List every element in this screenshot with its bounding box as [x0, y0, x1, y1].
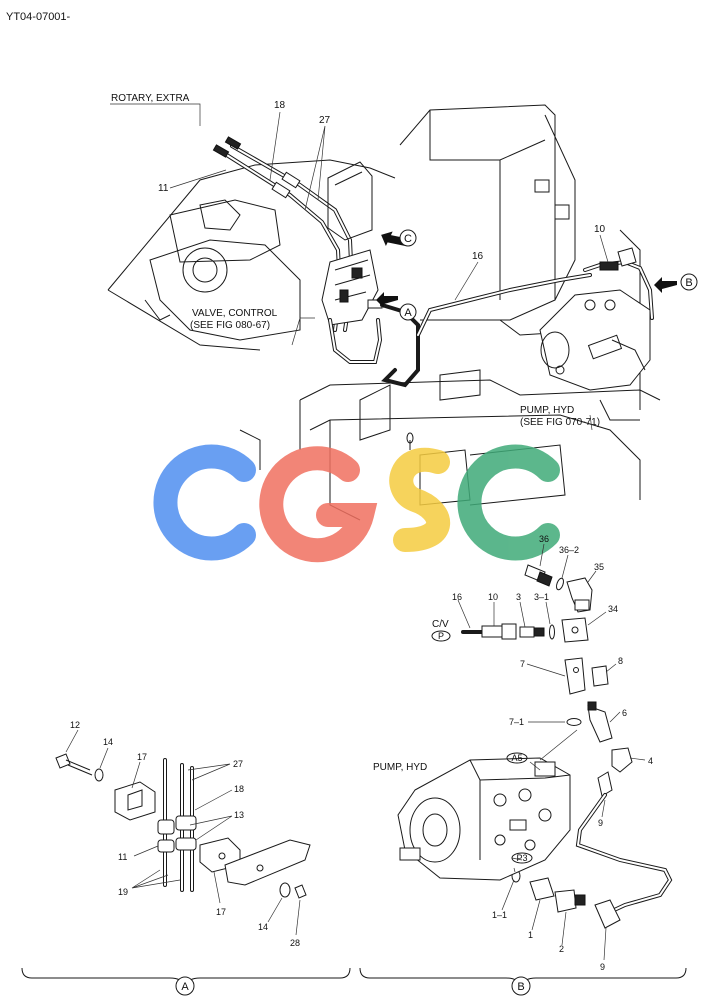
- view-arrow-c: C: [381, 229, 417, 247]
- view-arrow-b: B: [654, 273, 698, 293]
- part-number-4: 4: [648, 756, 653, 766]
- view-marker-a: A: [404, 307, 412, 319]
- part-number-12: 12: [70, 720, 80, 730]
- cgsc-watermark: [153, 444, 560, 563]
- document-id: YT04-07001-: [6, 11, 71, 23]
- part-number-10-b: 10: [488, 592, 498, 602]
- part-number-1-1: 1–1: [492, 910, 507, 920]
- part-number-17-b: 17: [216, 907, 226, 917]
- callout-cv: C/V: [432, 619, 449, 630]
- leader-lines-main: [110, 103, 609, 431]
- part-number-27-b: 27: [233, 759, 243, 769]
- part-number-3-1: 3–1: [534, 592, 549, 602]
- detail-a-clamp: [55, 753, 311, 899]
- part-number-2: 2: [559, 944, 564, 954]
- part-number-34: 34: [608, 604, 618, 614]
- watermark-letter-s: [389, 447, 451, 552]
- callout-pump-hyd-ref: (SEE FIG 070-71): [520, 417, 600, 428]
- detail-brace-b: B: [359, 967, 687, 996]
- callout-pump-hyd-detail: PUMP, HYD: [373, 762, 427, 773]
- part-number-19: 19: [118, 887, 128, 897]
- part-number-35: 35: [594, 562, 604, 572]
- control-valve: [321, 249, 383, 364]
- part-number-9-b: 9: [600, 962, 605, 972]
- view-marker-c: C: [404, 233, 412, 245]
- part-number-36: 36: [539, 534, 549, 544]
- callout-pump-hyd: PUMP, HYD: [520, 405, 574, 416]
- part-number-6: 6: [622, 708, 627, 718]
- part-number-7-1: 7–1: [509, 717, 524, 727]
- detail-brace-a: A: [21, 967, 351, 996]
- part-number-13: 13: [234, 810, 244, 820]
- part-number-17: 17: [137, 752, 147, 762]
- part-number-9: 9: [598, 818, 603, 828]
- part-number-36-2: 36–2: [559, 545, 579, 555]
- part-number-18-b: 18: [234, 784, 244, 794]
- view-marker-a-detail: A: [181, 981, 189, 993]
- part-number-16: 16: [472, 251, 484, 262]
- watermark-letter-g: [259, 446, 378, 563]
- leader-lines-a: [65, 729, 301, 936]
- watermark-letter-c2: [457, 444, 560, 561]
- hydraulic-pump-top: [539, 247, 654, 391]
- callout-rotary-extra: ROTARY, EXTRA: [111, 93, 190, 104]
- part-number-11-b: 11: [118, 852, 127, 862]
- svg-text:P: P: [438, 631, 444, 641]
- svg-text:A5: A5: [511, 753, 522, 763]
- part-number-16-b: 16: [452, 592, 462, 602]
- port-tag-p: P: [431, 630, 451, 642]
- callout-valve-control: VALVE, CONTROL: [192, 308, 278, 319]
- view-marker-b-main: B: [685, 277, 692, 289]
- part-number-14: 14: [103, 737, 113, 747]
- part-number-1: 1: [528, 930, 533, 940]
- port-tag-a5: A5: [506, 752, 528, 764]
- detail-b-fittings: [461, 564, 673, 929]
- svg-text:P3: P3: [516, 853, 527, 863]
- part-number-8: 8: [618, 656, 623, 666]
- hydraulic-pump-detail: [397, 757, 571, 881]
- part-number-27: 27: [319, 115, 331, 126]
- port-tag-p3: P3: [511, 852, 533, 864]
- watermark-letter-c1: [153, 444, 256, 561]
- part-number-18: 18: [274, 100, 286, 111]
- part-number-14-b: 14: [258, 922, 268, 932]
- part-number-11: 11: [158, 183, 169, 194]
- part-number-3: 3: [516, 592, 521, 602]
- view-marker-b-detail: B: [517, 981, 524, 993]
- part-number-10: 10: [594, 224, 606, 235]
- callout-valve-control-ref: (SEE FIG 080-67): [190, 320, 270, 331]
- leader-lines-b: [457, 543, 646, 961]
- view-arrow-a: A: [376, 292, 417, 321]
- part-number-7: 7: [520, 659, 525, 669]
- part-number-28: 28: [290, 938, 300, 948]
